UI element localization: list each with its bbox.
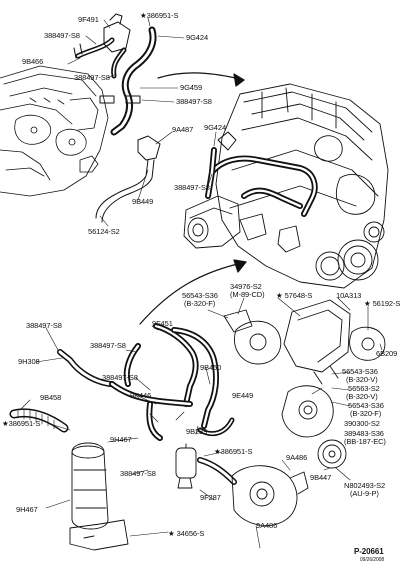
label-389483s36: 389483-S36 [344, 429, 384, 438]
label-9a486-b: 9A486 [256, 521, 278, 530]
label-9b289: 9B289 [186, 427, 208, 436]
label-57648s: ★ 57648-S [276, 291, 313, 300]
label-6b209: 6B209 [376, 349, 398, 358]
label-9h308: 9H308 [18, 357, 40, 366]
label-b320f-a: (B-320-F) [184, 299, 216, 308]
label-au9p: (AU-9-P) [350, 489, 379, 498]
label-56543s36-b: 56543-S36 [342, 367, 378, 376]
label-388497s8-f: 388497-S8 [90, 341, 126, 350]
engine-block-main [183, 83, 389, 289]
label-388497s8-a: 388497-S8 [44, 31, 80, 40]
leader-lines [19, 17, 383, 549]
label-9g459: 9G459 [180, 83, 203, 92]
label-9f287: 9F287 [200, 493, 221, 502]
label-56543s36-a: 56543-S36 [182, 291, 218, 300]
label-386951s-top: ★386951-S [140, 11, 179, 20]
lower-assembly [9, 299, 386, 551]
label-m89cd: (M-89-CD) [230, 290, 265, 299]
label-9b466: 9B466 [22, 57, 44, 66]
engine-block-left [0, 65, 109, 197]
label-9a487: 9A487 [172, 125, 194, 134]
label-9a486-a: 9A486 [286, 453, 308, 462]
label-388497s8-d: 388497-S8 [174, 183, 210, 192]
label-56192s: ★ 56192-S [364, 299, 401, 308]
label-9e449: 9E449 [232, 391, 254, 400]
label-56543s36-c: 56543-S36 [348, 401, 384, 410]
label-b320v-a: (B-320-V) [346, 375, 378, 384]
label-56563s2: 56563-S2 [348, 384, 380, 393]
upper-hoses [73, 13, 161, 223]
label-9k446: 9K446 [130, 391, 152, 400]
label-b320v-b: (B-320-V) [346, 392, 378, 401]
label-9g424-a: 9G424 [186, 33, 209, 42]
label-9b458: 9B458 [40, 393, 62, 402]
label-388497s8-c: 388497-S8 [176, 97, 212, 106]
label-9g424-b: 9G424 [204, 123, 227, 132]
label-386951s-left: ★386951-S [2, 419, 41, 428]
label-34656s: ★ 34656-S [168, 529, 205, 538]
label-bb187ec: (BB-187-EC) [344, 437, 386, 446]
label-9f451: 9F451 [152, 319, 173, 328]
label-9b449: 9B449 [132, 197, 154, 206]
label-56124s2: 56124-S2 [88, 227, 120, 236]
label-388497s8-e: 388497-S8 [26, 321, 62, 330]
label-34976s2: 34976-S2 [230, 282, 262, 291]
label-9h467-b: 9H467 [16, 505, 38, 514]
label-9f491: 9F491 [78, 15, 99, 24]
label-388497s8-g: 388497-S8 [102, 373, 138, 382]
label-n802493s2: N802493-S2 [344, 481, 386, 490]
label-386951s-mid: ★386951-S [214, 447, 253, 456]
label-9b450: 9B450 [200, 363, 222, 372]
label-388497s8-h: 388497-S8 [120, 469, 156, 478]
label-b320f-b: (B-320-F) [350, 409, 382, 418]
label-390300s2: 390300-S2 [344, 419, 380, 428]
engine-hoses [205, 131, 318, 217]
label-9h467-a: 9H467 [110, 435, 132, 444]
label-9b447: 9B447 [310, 473, 332, 482]
figure-date: 09/26/2008 [360, 557, 385, 563]
label-10a313: 10A313 [336, 291, 362, 300]
figure-reference-number: P-20661 [354, 547, 384, 556]
label-388497s8-b: 388497-S8 [74, 73, 110, 82]
flow-arrows [139, 72, 247, 325]
